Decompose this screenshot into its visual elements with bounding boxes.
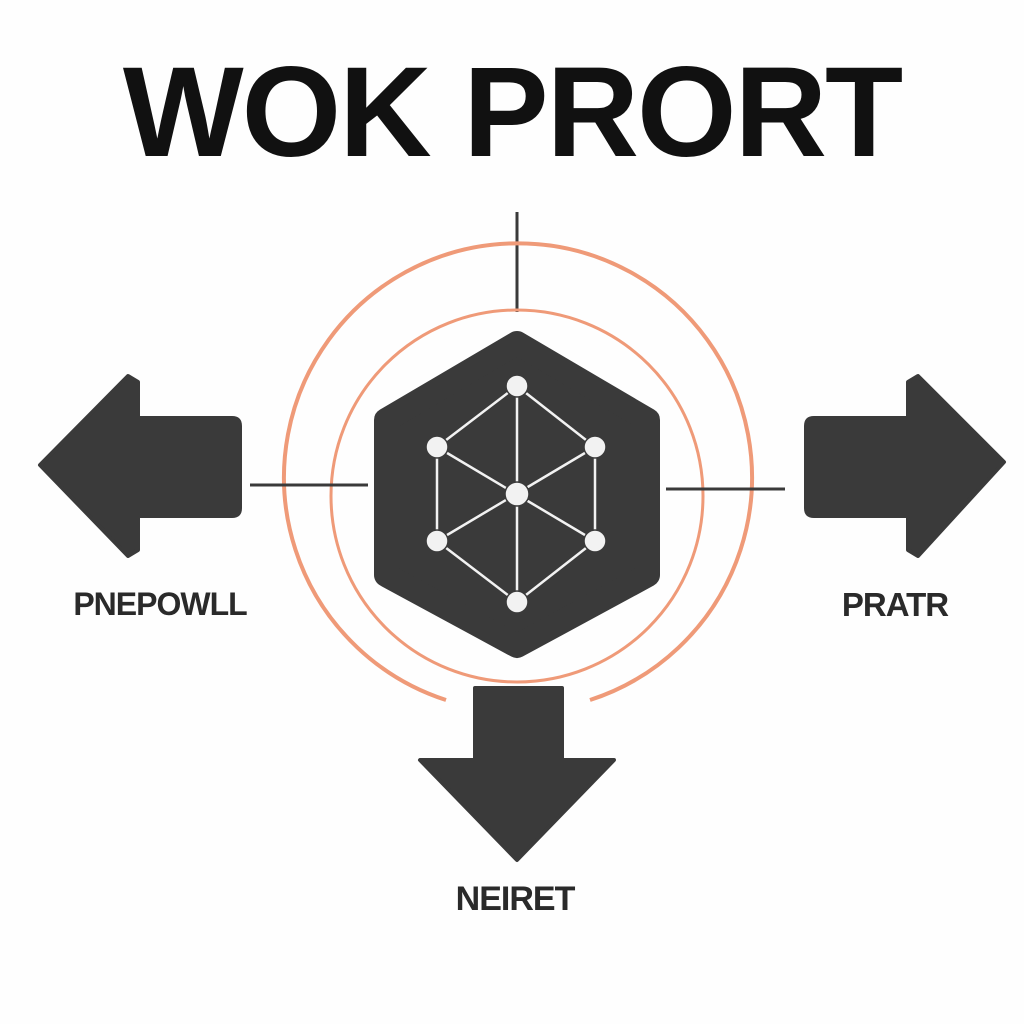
arrow-right-icon [804, 374, 1006, 558]
outer-ring [282, 241, 754, 702]
page-title: WOK PRORT [122, 41, 903, 184]
arrow-down-icon [418, 686, 616, 862]
right-arrow-label: PRATR [841, 586, 949, 623]
left-arrow-label: PNEPOWLL [73, 586, 247, 622]
bottom-arrow-label: NEIRET [455, 880, 576, 918]
arrow-left-icon [38, 374, 242, 558]
hexagon-network-icon [374, 331, 660, 658]
inner-ring [329, 308, 705, 684]
